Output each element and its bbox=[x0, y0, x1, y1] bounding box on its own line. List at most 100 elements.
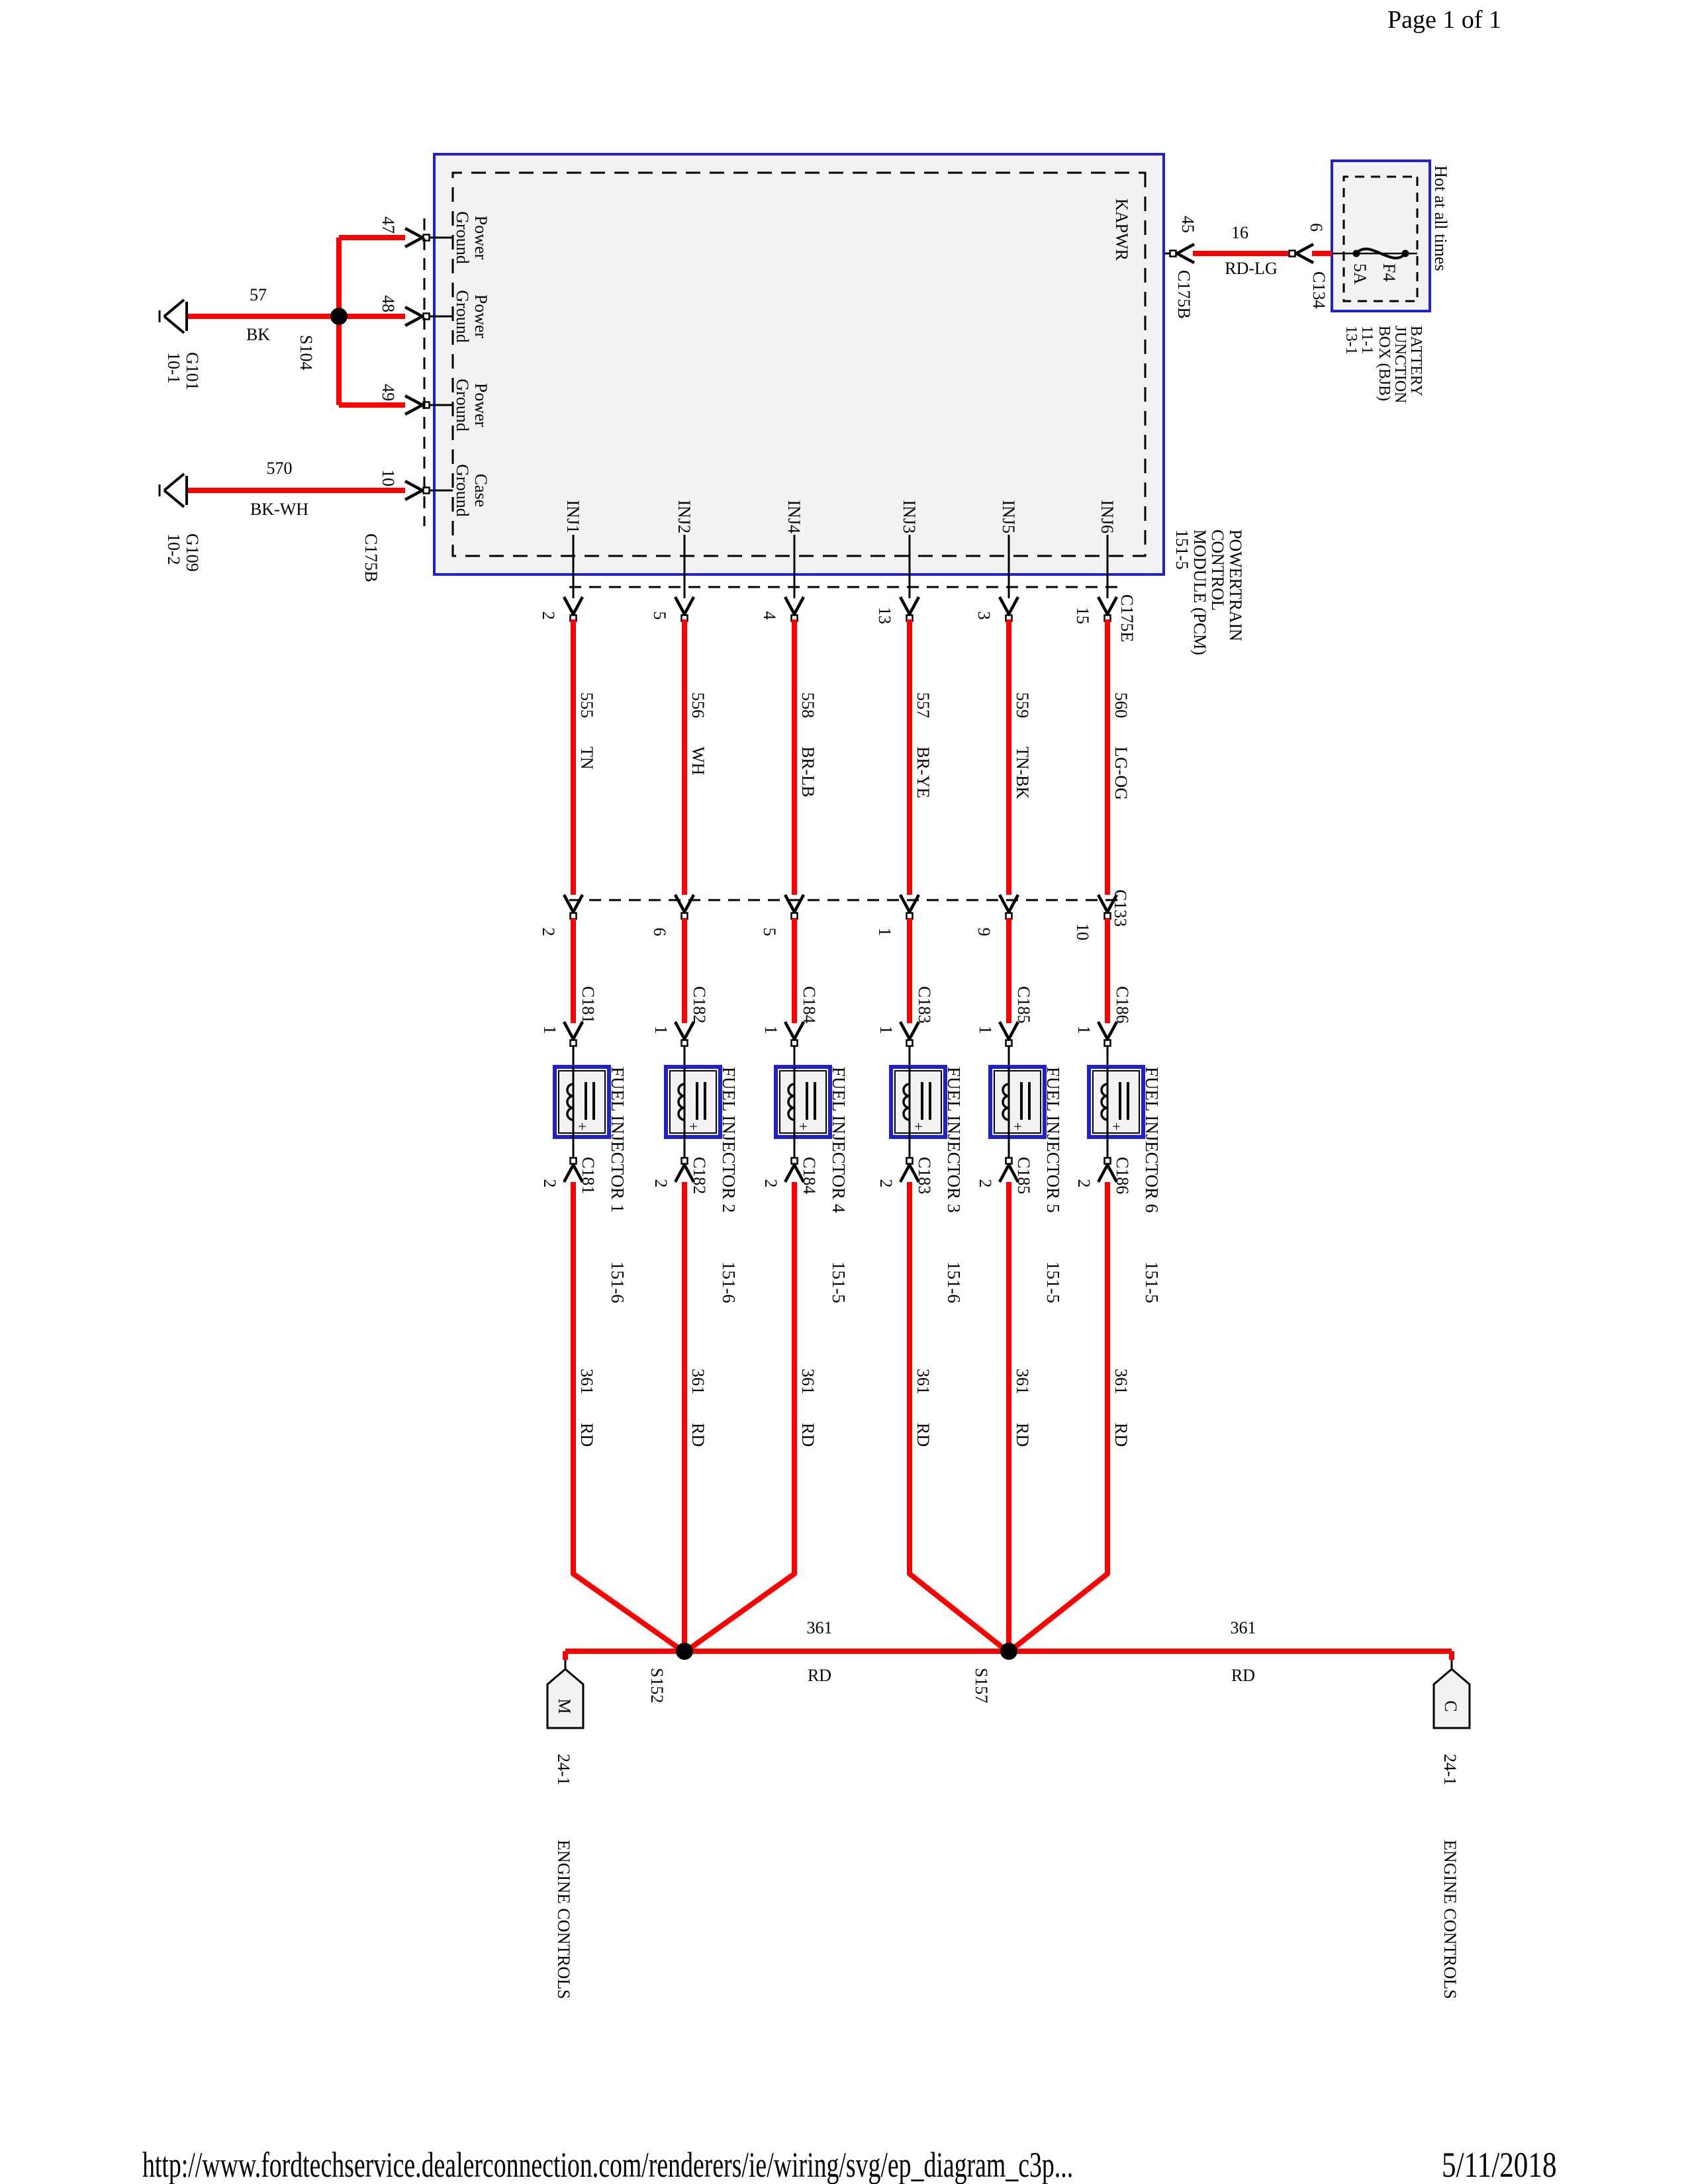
component-page-ref: 151-6 bbox=[944, 1261, 964, 1303]
injector-connector-label: C182 bbox=[690, 986, 709, 1023]
bjb-box bbox=[1331, 159, 1431, 312]
battery-junction-box: F4 5A Hot at all times BATTERY JUNCTION … bbox=[1331, 159, 1450, 403]
kapwr-feed-circuit: 6 C134 16 RD-LG 45 C175B bbox=[1144, 216, 1332, 319]
wire-circuit-number: 361 bbox=[1013, 1369, 1032, 1394]
ground-section: Power Ground Power Ground Power Ground C… bbox=[158, 211, 491, 582]
pcm-inner-dashed-box bbox=[451, 171, 1147, 557]
injector-circuit-row: INJ4 4 558 BR-LB 5 C184 1 + FUEL INJECTO… bbox=[686, 500, 849, 1653]
ground-page-ref: 10-1 bbox=[164, 352, 183, 384]
component-name: FUEL INJECTOR 5 bbox=[1043, 1067, 1063, 1213]
component-page-ref: 151-5 bbox=[1142, 1261, 1162, 1303]
c134-pin-number: 6 bbox=[1307, 223, 1326, 232]
destination-label: ENGINE CONTROLS bbox=[1440, 1840, 1460, 1999]
wire-color-code: RD bbox=[1231, 1666, 1255, 1685]
pcm-box bbox=[433, 153, 1165, 576]
fuse-name: F4 bbox=[1380, 263, 1399, 281]
wire-color-code: LG-OG bbox=[1111, 747, 1131, 800]
polarity-mark: + bbox=[910, 1122, 927, 1130]
pcm-pin-label: INJ1 bbox=[563, 500, 583, 533]
injector-connector-label: C181 bbox=[579, 986, 598, 1023]
bjb-label-line: BATTERY bbox=[1407, 326, 1425, 396]
pcm-label-line: MODULE (PCM) bbox=[1190, 529, 1209, 655]
injector-pin-number: 1 bbox=[976, 1026, 995, 1034]
wire-color-code: RD bbox=[914, 1423, 933, 1447]
injector-connector-label: C185 bbox=[1014, 1157, 1033, 1194]
injector-pin-number: 1 bbox=[651, 1026, 671, 1034]
c133-pin-number: 2 bbox=[539, 928, 558, 936]
wire-circuit-number: 556 bbox=[688, 692, 708, 718]
injector-pin-number: 1 bbox=[540, 1026, 559, 1034]
pcm-pin-label: Power bbox=[471, 295, 491, 339]
wire-circuit-number: 361 bbox=[914, 1369, 933, 1394]
c133-pin-number: 9 bbox=[974, 928, 994, 936]
injector-pin-number: 1 bbox=[1074, 1026, 1094, 1034]
splice-label: S157 bbox=[972, 1668, 991, 1703]
wire-color-code: RD-LG bbox=[1225, 259, 1277, 278]
injector-circuit-row: INJ1 2 555 TN 2 C181 1 + FUEL INJECTOR 1… bbox=[539, 500, 683, 1653]
component-name: FUEL INJECTOR 2 bbox=[719, 1067, 739, 1213]
wire-color-code: BK bbox=[246, 325, 270, 344]
polarity-mark: + bbox=[1009, 1122, 1026, 1130]
pcm-pin-45: 45 bbox=[1178, 216, 1197, 233]
splice-label: S104 bbox=[297, 335, 316, 370]
injector-connector-label: C186 bbox=[1113, 986, 1132, 1023]
pcm-pin-label: INJ3 bbox=[900, 500, 919, 533]
footer-url: http://www.fordtechservice.dealerconnect… bbox=[142, 2145, 1074, 2184]
wire-circuit-number: 361 bbox=[1231, 1618, 1256, 1637]
wire-color-code: RD bbox=[688, 1423, 708, 1447]
pcm-label-line: CONTROL bbox=[1208, 529, 1227, 611]
component-page-ref: 151-6 bbox=[719, 1261, 739, 1303]
c175e-pin-number: 2 bbox=[539, 612, 558, 620]
page-number: Page 1 of 1 bbox=[1387, 6, 1502, 34]
pcm-pin-label: Case bbox=[471, 474, 491, 508]
bjb-label-line: BOX (BJB) bbox=[1376, 326, 1393, 401]
pcm-pin-label: Power bbox=[471, 383, 491, 428]
pcm-page-ref: 151-5 bbox=[1172, 529, 1192, 570]
c133-pin-number: 10 bbox=[1073, 923, 1092, 940]
offpage-ref: 24-1 bbox=[1440, 1754, 1460, 1786]
bjb-fuse-dashed-box bbox=[1342, 175, 1419, 302]
c133-pin-number: 6 bbox=[650, 928, 669, 936]
fuse-terminal-dot bbox=[1352, 250, 1360, 257]
splice-dot-s152 bbox=[676, 1643, 693, 1660]
injector-pin-number: 2 bbox=[761, 1179, 780, 1188]
injector-connector-label: C186 bbox=[1113, 1157, 1132, 1194]
fuse-rating: 5A bbox=[1350, 263, 1370, 285]
pcm-pin-number: 47 bbox=[379, 216, 398, 234]
pcm-label-line: POWERTRAIN bbox=[1226, 529, 1245, 641]
component-page-ref: 151-5 bbox=[829, 1261, 849, 1303]
bjb-label-line: JUNCTION bbox=[1391, 326, 1409, 403]
wire-circuit-number: 570 bbox=[267, 459, 293, 478]
injector-connector-label: C185 bbox=[1014, 986, 1033, 1023]
wire-circuit-number: 560 bbox=[1111, 692, 1131, 718]
component-name: FUEL INJECTOR 1 bbox=[608, 1067, 628, 1213]
hot-at-all-times-label: Hot at all times bbox=[1431, 165, 1450, 271]
splice-dot-s104 bbox=[330, 308, 348, 325]
connector-arrow-icon bbox=[1170, 244, 1195, 263]
ground-page-ref: 10-2 bbox=[164, 533, 183, 565]
offpage-ref: 24-1 bbox=[554, 1754, 573, 1786]
wire-circuit-number: 361 bbox=[577, 1369, 596, 1394]
wire-circuit-number: 558 bbox=[798, 692, 818, 718]
wire-circuit-number: 361 bbox=[798, 1369, 818, 1394]
injector-pin-number: 1 bbox=[761, 1026, 780, 1034]
polarity-mark: + bbox=[574, 1122, 590, 1130]
pcm-pin-label: Ground bbox=[453, 211, 472, 263]
injector-connector-label: C183 bbox=[915, 1157, 934, 1194]
c175e-pin-number: 3 bbox=[974, 612, 994, 620]
ground-symbol-icon bbox=[158, 473, 188, 508]
component-page-ref: 151-6 bbox=[608, 1261, 628, 1303]
c133-pin-number: 1 bbox=[875, 928, 894, 936]
ground-symbol-icon bbox=[158, 298, 188, 334]
offpage-connector-letter: M bbox=[555, 1698, 574, 1713]
wire-color-code: RD bbox=[577, 1423, 596, 1447]
wire-color-code: BR-YE bbox=[914, 747, 933, 798]
powertrain-control-module: KAPWR POWERTRAIN CONTROL MODULE (PCM) 15… bbox=[433, 153, 1245, 655]
connector-arrow-icon bbox=[1289, 244, 1314, 263]
wire-circuit-number: 361 bbox=[688, 1369, 708, 1394]
c175b-connector-label: C175B bbox=[361, 533, 381, 582]
pcm-pin-number: 48 bbox=[379, 295, 398, 312]
wire-circuit-number: 361 bbox=[1111, 1369, 1131, 1394]
